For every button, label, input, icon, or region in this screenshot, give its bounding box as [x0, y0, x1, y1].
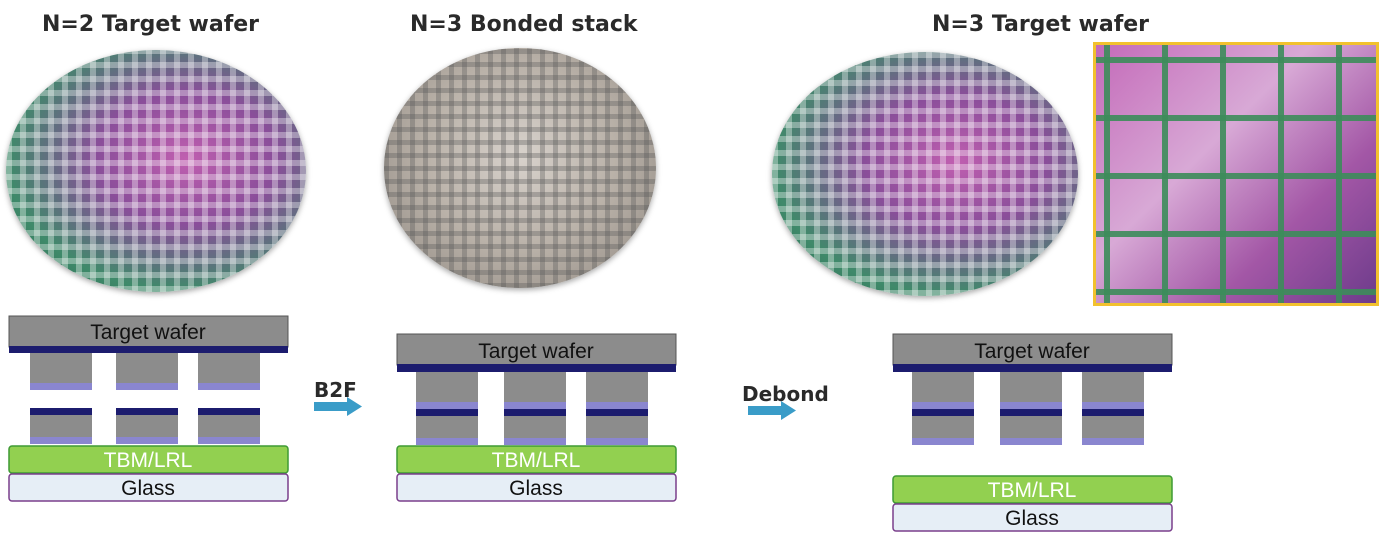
bond-layer [397, 364, 676, 372]
target-wafer-label: Target wafer [90, 321, 206, 344]
arrow-b2f-icon [314, 397, 362, 416]
target-wafer-label: Target wafer [478, 340, 594, 363]
stack-3: Target wafer TBM/LRL Glass [892, 333, 1173, 532]
target-wafer-layer [396, 333, 677, 366]
wafer-photo-n2-target [6, 50, 306, 292]
glass-layer [8, 473, 289, 502]
tbm-lrl-label: TBM/LRL [104, 449, 193, 472]
bond-layer [9, 346, 288, 353]
lower-die-row [30, 408, 260, 444]
inset-closeup-photo [1093, 42, 1379, 306]
step-debond-label: Debond [742, 382, 829, 406]
title-n3-bonded-stack: N=3 Bonded stack [410, 12, 638, 37]
tbm-lrl-layer [892, 475, 1173, 504]
stack-1: Target wafer TBM/LRL Glass [8, 315, 289, 502]
bond-layer [893, 364, 1172, 372]
tbm-lrl-label: TBM/LRL [492, 449, 581, 472]
target-wafer-label: Target wafer [974, 340, 1090, 363]
target-wafer-layer [8, 315, 289, 348]
tbm-lrl-layer [8, 445, 289, 474]
glass-layer [892, 503, 1173, 532]
wafer-photo-n3-bonded [384, 48, 656, 288]
glass-label: Glass [1005, 507, 1059, 530]
title-n2-target-wafer: N=2 Target wafer [42, 12, 260, 37]
wafer-photo-n3-target [772, 52, 1078, 296]
title-n3-target-wafer: N=3 Target wafer [932, 12, 1150, 37]
stack-2: Target wafer TBM/LRL Glass [396, 333, 677, 502]
bonded-die-columns [416, 372, 648, 445]
debonded-die-columns [912, 372, 1144, 445]
glass-label: Glass [121, 477, 175, 500]
tbm-lrl-label: TBM/LRL [988, 479, 1077, 502]
tbm-lrl-layer [396, 445, 677, 474]
step-b2f-label: B2F [314, 378, 357, 402]
target-wafer-layer [892, 333, 1173, 366]
arrow-debond-icon [748, 401, 796, 420]
upper-die-row [30, 353, 260, 390]
glass-layer [396, 473, 677, 502]
glass-label: Glass [509, 477, 563, 500]
